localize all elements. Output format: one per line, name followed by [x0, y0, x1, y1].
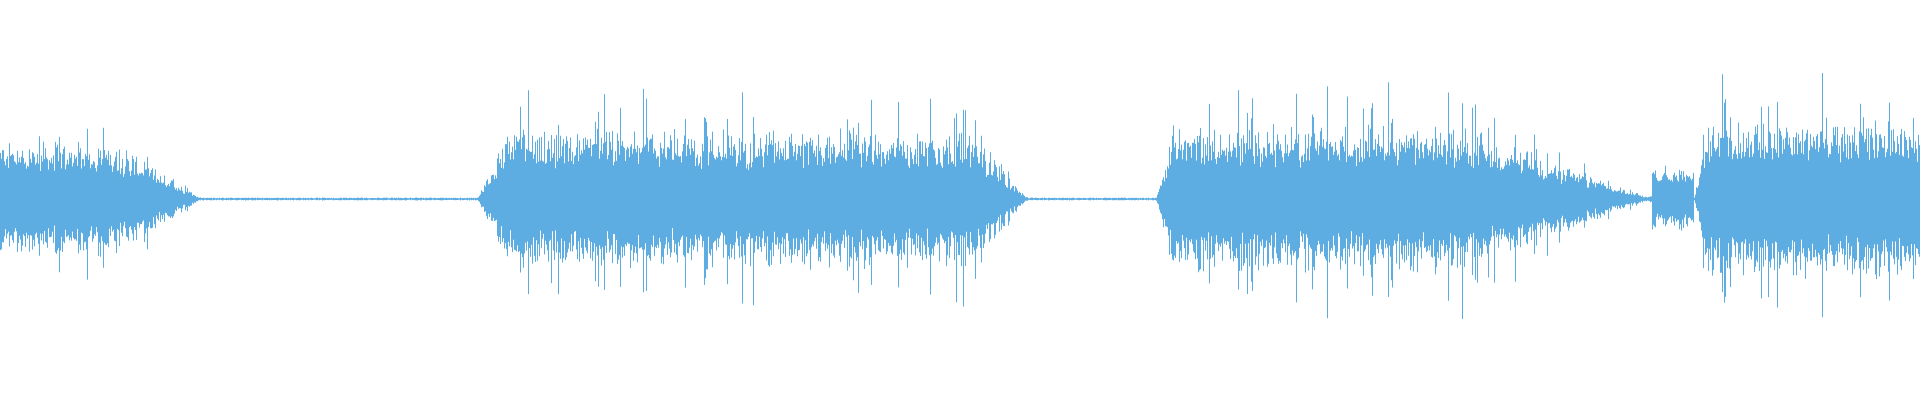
waveform-path: [0, 73, 1920, 319]
